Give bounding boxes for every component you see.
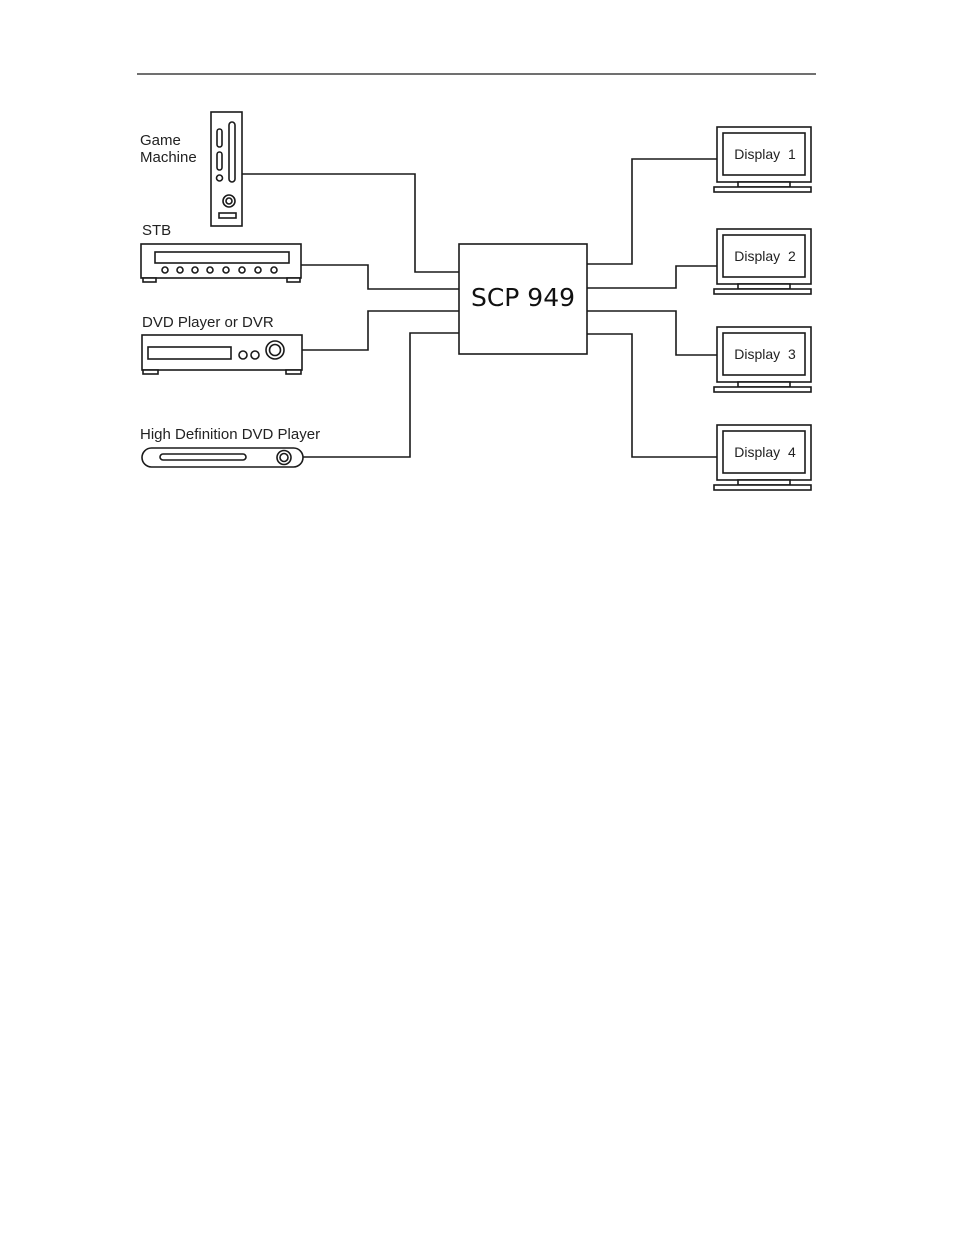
display-1: Display 1	[714, 127, 811, 192]
cable-display-4	[587, 334, 717, 457]
source-label-game-line2: Machine	[140, 149, 197, 166]
source-label-stb: STB	[142, 222, 171, 239]
set-top-box-icon	[141, 244, 301, 282]
cable-dvd	[302, 311, 459, 350]
output-cables	[587, 159, 717, 457]
display-4: Display 4	[714, 425, 811, 490]
source-stb: STB	[141, 222, 301, 282]
cable-display-3	[587, 311, 717, 355]
hub-label: SCP 949	[471, 283, 575, 312]
game-console-icon	[211, 112, 242, 226]
dvd-player-icon	[142, 335, 302, 374]
input-cables	[242, 174, 459, 457]
cable-display-1	[587, 159, 717, 264]
cable-display-2	[587, 266, 717, 288]
display-label-3: Display 3	[734, 346, 796, 362]
display-3: Display 3	[714, 327, 811, 392]
source-hd-dvd-player: High Definition DVD Player	[140, 426, 320, 467]
hd-dvd-player-icon	[142, 448, 303, 467]
source-label-dvd: DVD Player or DVR	[142, 314, 274, 331]
hub-scp-949: SCP 949	[459, 244, 587, 354]
source-label-game-line1: Game	[140, 132, 181, 149]
source-game-machine: Game Machine	[140, 112, 242, 226]
display-2: Display 2	[714, 229, 811, 294]
cable-hd-dvd	[303, 333, 459, 457]
source-label-hd-dvd: High Definition DVD Player	[140, 426, 320, 443]
source-dvd-player: DVD Player or DVR	[142, 314, 302, 374]
display-label-1: Display 1	[734, 146, 796, 162]
cable-stb	[301, 265, 459, 289]
display-label-2: Display 2	[734, 248, 796, 264]
display-label-4: Display 4	[734, 444, 796, 460]
